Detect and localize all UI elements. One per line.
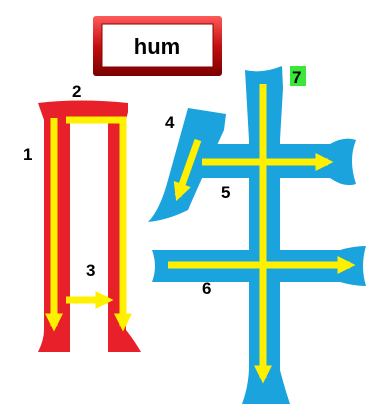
stroke-number-7: 7: [292, 68, 301, 87]
stroke-number-4: 4: [165, 113, 175, 132]
stroke-number-2: 2: [72, 82, 81, 101]
ox-character: [148, 66, 366, 404]
title-box: hum: [93, 16, 222, 76]
stroke-number-6: 6: [202, 279, 211, 298]
stroke-number-5: 5: [221, 183, 230, 202]
stroke-number-1: 1: [23, 145, 32, 164]
stroke-number-3: 3: [86, 261, 95, 280]
title-text: hum: [134, 34, 180, 59]
